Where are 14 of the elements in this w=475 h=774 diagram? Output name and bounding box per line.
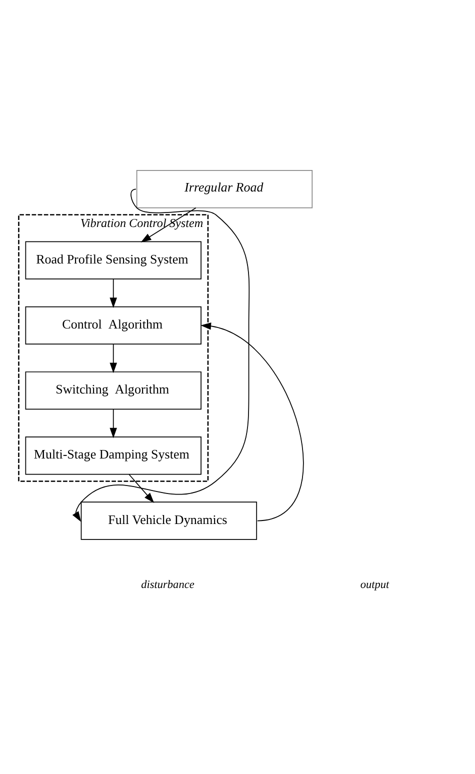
arrow — [200, 322, 304, 521]
arrow — [128, 474, 154, 503]
node-box: Control Algorithm — [25, 306, 202, 344]
node-box: Switching Algorithm — [25, 370, 202, 410]
node-box: Irregular Road — [136, 170, 313, 208]
node-box: Road Profile Sensing System — [25, 240, 202, 279]
node-box: Multi-Stage Damping System — [25, 436, 202, 474]
arrow — [110, 343, 118, 373]
arrow — [140, 206, 196, 242]
arrow — [110, 408, 118, 438]
node-box: Full Vehicle Dynamics — [80, 501, 258, 540]
label: disturbance — [141, 578, 194, 590]
arrow — [110, 278, 118, 308]
label: output — [360, 578, 390, 590]
